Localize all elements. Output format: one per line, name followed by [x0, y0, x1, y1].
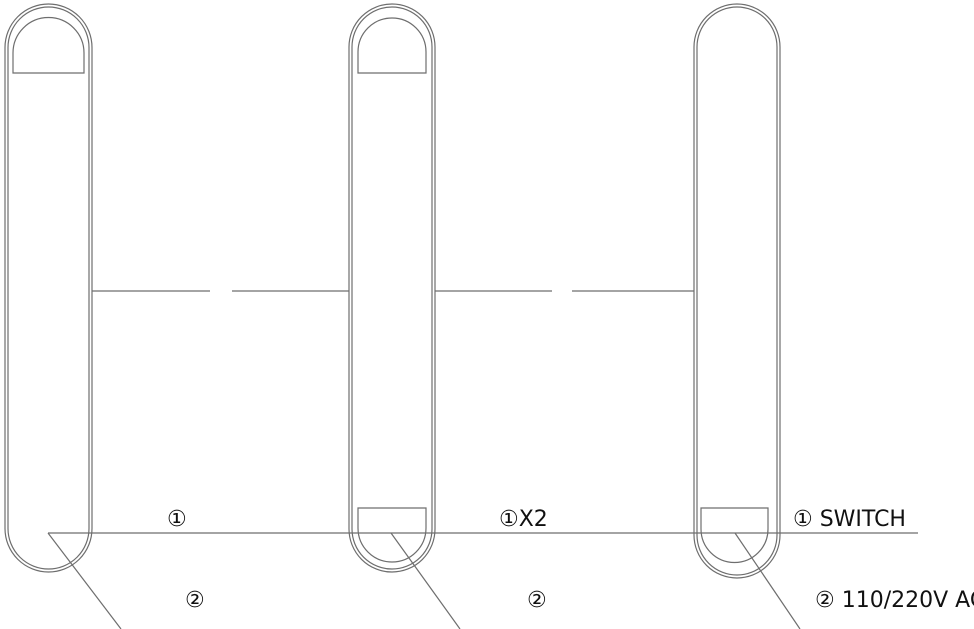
wire-2-lead-right: [734, 532, 801, 629]
column-middle-top-cap: [357, 17, 427, 74]
column-middle-inner: [351, 6, 433, 570]
wire-1-label-left: ①: [167, 507, 187, 532]
column-left-inner: [7, 6, 90, 570]
column-left-outer: [4, 3, 93, 573]
wire-1-label-right: ① SWITCH: [793, 507, 906, 532]
column-right-inner: [696, 6, 778, 576]
wire-2-label-middle: ②: [527, 588, 547, 613]
wire-1-label-middle: ①X2: [499, 507, 548, 532]
wire-2-label-right: ② 110/220V AC: [815, 588, 974, 613]
wire-2-leads: [47, 532, 801, 629]
column-right: [693, 3, 781, 579]
column-middle-bottom-cap: [357, 507, 427, 563]
column-right-bottom-cap: [700, 507, 769, 564]
wire-2-lead-left: [47, 532, 122, 629]
column-middle-outer: [348, 3, 436, 573]
wire-2-lead-middle: [390, 532, 461, 629]
column-left: [4, 3, 93, 573]
column-middle: [348, 3, 436, 573]
column-right-outer: [693, 3, 781, 579]
column-left-top-cap: [12, 16, 85, 74]
wire-2-label-left: ②: [185, 588, 205, 613]
